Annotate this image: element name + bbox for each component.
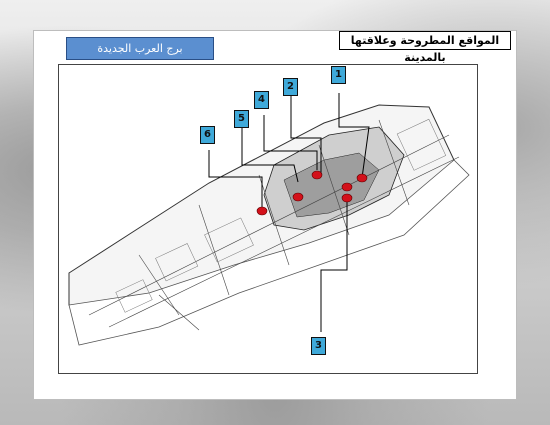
site-dots — [256, 170, 368, 216]
site-dot-1 — [356, 173, 368, 183]
site-dot-2 — [341, 182, 353, 192]
dense-blocks — [283, 152, 380, 218]
lower-zone — [68, 159, 470, 346]
marker-3[interactable]: 3 — [311, 337, 326, 355]
marker-2[interactable]: 2 — [283, 78, 298, 96]
site-dot-6 — [256, 206, 268, 216]
district-grid — [115, 118, 447, 313]
leader-lines — [208, 91, 370, 332]
city-map — [58, 64, 478, 374]
road-network — [88, 119, 460, 331]
marker-1[interactable]: 1 — [331, 66, 346, 84]
city-map-drawing — [68, 91, 470, 346]
site-dot-3 — [341, 193, 353, 203]
slide-title: المواقع المطروحة وعلاقتها بالمدينة — [339, 31, 511, 64]
city-label-banner: برج العرب الجديدة — [66, 37, 214, 60]
marker-5[interactable]: 5 — [234, 110, 249, 128]
marker-4[interactable]: 4 — [254, 91, 269, 109]
site-dot-4 — [311, 170, 323, 180]
site-dot-5 — [292, 192, 304, 202]
marker-6[interactable]: 6 — [200, 126, 215, 144]
